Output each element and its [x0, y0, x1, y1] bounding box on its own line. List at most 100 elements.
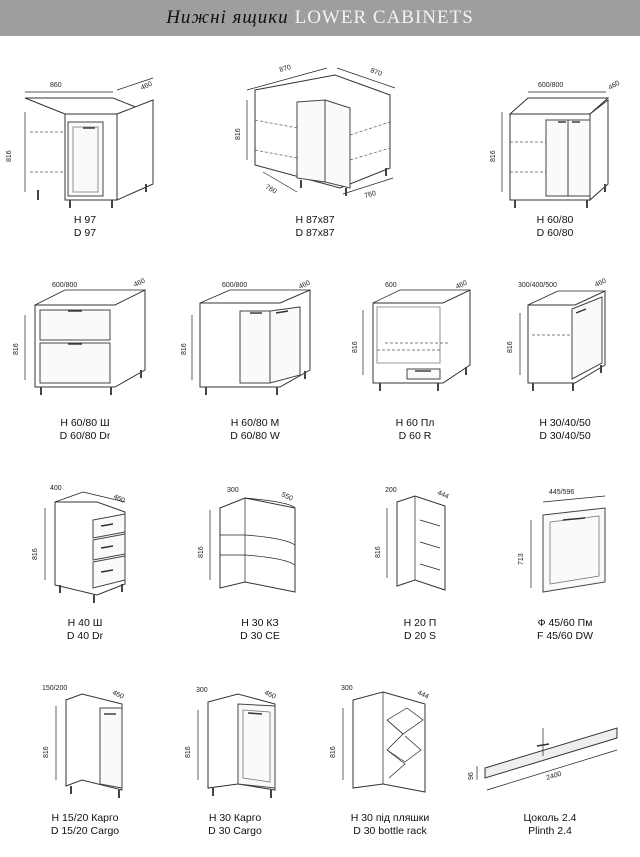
svg-text:816: 816	[43, 746, 50, 758]
svg-text:300: 300	[196, 687, 208, 694]
svg-text:200: 200	[385, 487, 397, 494]
svg-text:600/800: 600/800	[222, 282, 247, 289]
svg-text:816: 816	[32, 548, 39, 560]
svg-text:400: 400	[50, 485, 62, 492]
svg-text:96: 96	[468, 772, 475, 780]
svg-text:460: 460	[594, 277, 608, 288]
cabinet-d60-80-w-drawing: 600/800 460 816	[181, 279, 312, 395]
svg-text:300: 300	[341, 685, 353, 692]
cabinet-code-ua: Н 15/20 Карго	[51, 812, 119, 824]
svg-text:760: 760	[364, 190, 377, 200]
plinth-2-4-drawing: 2400 96	[468, 727, 618, 791]
cabinet-code-en: D 30 bottle rack	[353, 825, 427, 837]
cabinet-d60-80-drawing: 600/800 460 816	[490, 80, 621, 208]
svg-text:870: 870	[279, 64, 292, 74]
cabinet-d30-40-50-drawing: 300/400/500 460 816	[507, 277, 608, 391]
svg-text:713: 713	[518, 553, 525, 565]
cabinet-d60-r-drawing: 600 460 816	[352, 279, 471, 391]
plinth-code-en: Plinth 2.4	[528, 825, 572, 837]
cabinet-code-en: D 40 Dr	[66, 630, 104, 642]
cabinet-code-ua: Н 60/80 Ш	[60, 417, 110, 429]
cabinet-d40-dr-drawing: 400 460 816	[32, 485, 126, 603]
svg-text:760: 760	[264, 184, 278, 196]
cabinet-d20-s: 200 444 816 Н 20 П D 20 S	[365, 480, 475, 650]
cabinet-code-ua: Н 60 Пл	[395, 417, 435, 429]
svg-text:460: 460	[263, 689, 277, 700]
dim-height: 816	[6, 150, 13, 162]
svg-text:300/400/500: 300/400/500	[518, 282, 557, 289]
svg-text:444: 444	[416, 689, 430, 700]
svg-text:550: 550	[280, 491, 294, 502]
facade-f45-60-dw: 445/596 713 Ф 45/60 Пм F 45/60 DW	[505, 480, 625, 650]
svg-text:816: 816	[507, 341, 514, 353]
svg-text:600: 600	[385, 282, 397, 289]
header-title-ua: Нижні ящики	[166, 7, 289, 28]
cabinet-code-ua: Н 97	[73, 214, 97, 226]
cabinet-code-ua: Н 40 Ш	[67, 617, 103, 629]
cabinet-d60-80-dr-drawing: 600/800 460 816	[13, 277, 147, 395]
cabinet-code-ua: Н 30 під пляшки	[350, 812, 430, 824]
cabinet-code-en: D 30 CE	[240, 630, 280, 642]
svg-text:460: 460	[111, 689, 125, 700]
svg-text:2400: 2400	[546, 771, 563, 782]
cabinet-code-en: D 87x87	[295, 227, 335, 239]
cabinet-code-en: D 20 S	[403, 630, 437, 642]
cabinet-d30-cargo-drawing: 300 460 816	[185, 687, 277, 798]
svg-text:816: 816	[330, 746, 337, 758]
svg-text:444: 444	[436, 489, 450, 500]
cabinet-d60-80: 600/800 460 816 Н 60/80 D 60/80	[480, 72, 630, 247]
svg-text:445/596: 445/596	[549, 489, 574, 496]
svg-text:816: 816	[185, 746, 192, 758]
cabinet-code-ua: Н 30/40/50	[539, 417, 591, 429]
cabinet-d87x87-drawing: 870 870 816 760 760	[235, 64, 396, 200]
svg-text:300: 300	[227, 487, 239, 494]
plinth-2-4: 2400 96 Цоколь 2.4 Plinth 2.4	[465, 710, 635, 850]
svg-text:816: 816	[13, 343, 20, 355]
cabinet-code-en: D 15/20 Cargo	[50, 825, 120, 837]
svg-text:870: 870	[369, 67, 382, 78]
cabinet-d60-r: 600 460 816 Н 60 Пл D 60 R	[345, 275, 485, 450]
svg-text:600/800: 600/800	[538, 82, 563, 89]
cabinet-d97: 860 460 816 Н 97 D 97	[5, 72, 165, 247]
cabinet-d60-80-dr: 600/800 460 816 Н 60/80 Ш D 60/80 Dr	[10, 275, 160, 450]
svg-text:460: 460	[455, 279, 469, 290]
cabinet-d40-dr: 400 460 816 Н 40 Ш D 40 Dr	[25, 480, 145, 650]
cabinet-code-en: D 60/80	[536, 227, 574, 239]
cabinet-code-en: D 97	[73, 227, 97, 239]
svg-text:816: 816	[490, 150, 497, 162]
cabinet-d30-cargo: 300 460 816 Н 30 Карго D 30 Cargo	[180, 680, 290, 850]
cabinet-d30-bottle-rack-drawing: 300 444 816	[330, 685, 430, 793]
cabinet-code-ua: Н 60/80 М	[230, 417, 280, 429]
cabinet-code-ua: Н 60/80	[536, 214, 574, 226]
dim-width: 860	[50, 82, 62, 89]
svg-text:816: 816	[235, 128, 242, 140]
cabinet-code-en: D 30 Cargo	[208, 825, 262, 837]
cabinet-d87x87: 870 870 816 760 760 Н 87x87 D 87x87	[225, 60, 405, 247]
cabinet-code-ua: Н 30 КЗ	[241, 617, 279, 629]
cabinet-d30-bottle-rack: 300 444 816 Н 30 під пляшки D 30 bottle …	[325, 680, 455, 850]
svg-text:460: 460	[112, 493, 126, 504]
cabinet-code-ua: Ф 45/60 Пм	[537, 617, 593, 629]
svg-text:460: 460	[298, 279, 312, 290]
cabinet-d30-40-50: 300/400/500 460 816 Н 30/40/50 D 30/40/5…	[500, 275, 630, 450]
cabinet-d60-80-w: 600/800 460 816 Н 60/80 М D 60/80 W	[180, 275, 330, 450]
cabinet-d15-20-cargo-drawing: 150/200 460 816	[42, 685, 125, 798]
cabinet-code-en: D 60 R	[398, 430, 432, 442]
cabinet-code-ua: Н 30 Карго	[208, 812, 262, 824]
header-title-en: LOWER CABINETS	[294, 7, 474, 28]
cabinet-code-en: F 45/60 DW	[536, 630, 594, 642]
svg-text:816: 816	[198, 546, 205, 558]
page-header: Нижні ящики LOWER CABINETS	[0, 0, 640, 36]
svg-text:816: 816	[375, 546, 382, 558]
plinth-code-ua: Цоколь 2.4	[523, 812, 577, 824]
cabinet-code-ua: Н 87x87	[295, 214, 335, 226]
cabinet-code-ua: Н 20 П	[403, 617, 437, 629]
cabinet-d20-s-drawing: 200 444 816	[375, 487, 450, 591]
cabinet-code-en: D 60/80 W	[230, 430, 280, 442]
svg-text:816: 816	[352, 341, 359, 353]
facade-f45-60-dw-drawing: 445/596 713	[518, 489, 606, 593]
cabinet-d30-ce-drawing: 300 550 816	[198, 487, 296, 593]
svg-text:816: 816	[181, 343, 188, 355]
cabinet-code-en: D 30/40/50	[539, 430, 591, 442]
cabinet-d97-drawing: 860 460 816	[6, 77, 154, 208]
